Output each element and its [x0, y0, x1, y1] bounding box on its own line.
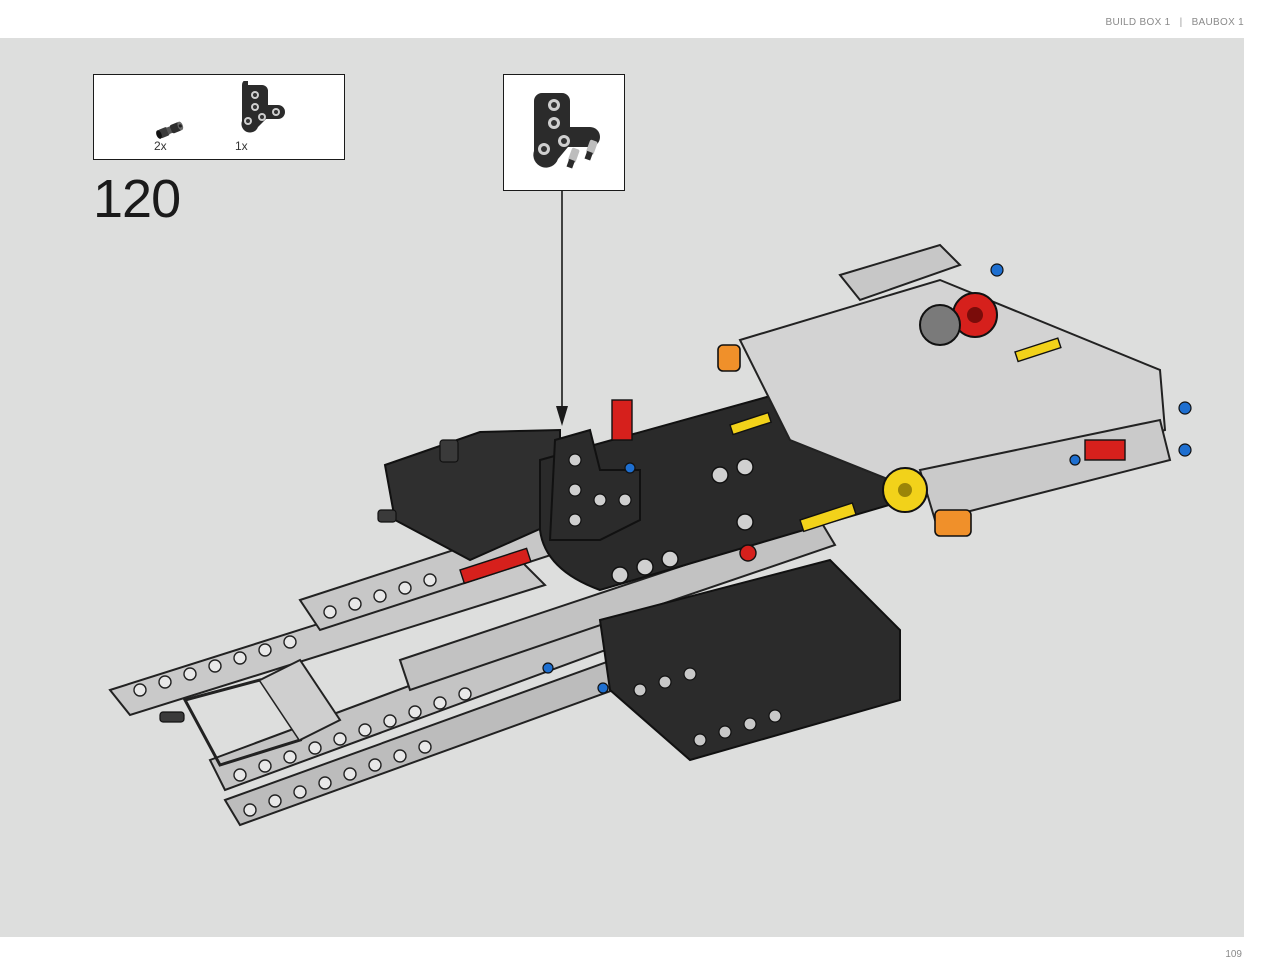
t-beam-with-pins-icon: [533, 93, 600, 169]
part-quantity-pin: 2x: [154, 139, 167, 153]
connector-pin-icon: [156, 121, 184, 139]
front-pins: [159, 439, 459, 723]
orange-connector-2: [717, 344, 741, 372]
build-box-label: BUILD BOX 1: [1105, 17, 1171, 28]
rail-holes: [133, 573, 472, 817]
baubox-label: BAUBOX 1: [1191, 17, 1244, 28]
black-tray: [598, 558, 901, 762]
breadcrumb: BUILD BOX 1 | BAUBOX 1: [1105, 17, 1244, 28]
yellow-axle-1: [799, 502, 857, 533]
red-pin: [611, 399, 633, 441]
red-axle: [459, 547, 532, 585]
orange-connector: [934, 509, 972, 537]
page-number: 109: [1225, 949, 1242, 960]
callout-arrow-head: [556, 406, 568, 426]
blue-pins: [542, 263, 1192, 694]
yellow-axle-3: [1014, 337, 1062, 363]
step-number: 120: [93, 169, 181, 229]
breadcrumb-separator: |: [1179, 17, 1183, 28]
parts-list-box: 2x 1x: [93, 74, 345, 160]
yellow-axle-2: [729, 411, 773, 436]
part-quantity-t-beam: 1x: [235, 139, 248, 153]
left-rail-beams: [108, 468, 837, 827]
t-beam-icon: [241, 81, 285, 133]
callout-box: [503, 74, 625, 191]
red-bush: [739, 544, 757, 562]
